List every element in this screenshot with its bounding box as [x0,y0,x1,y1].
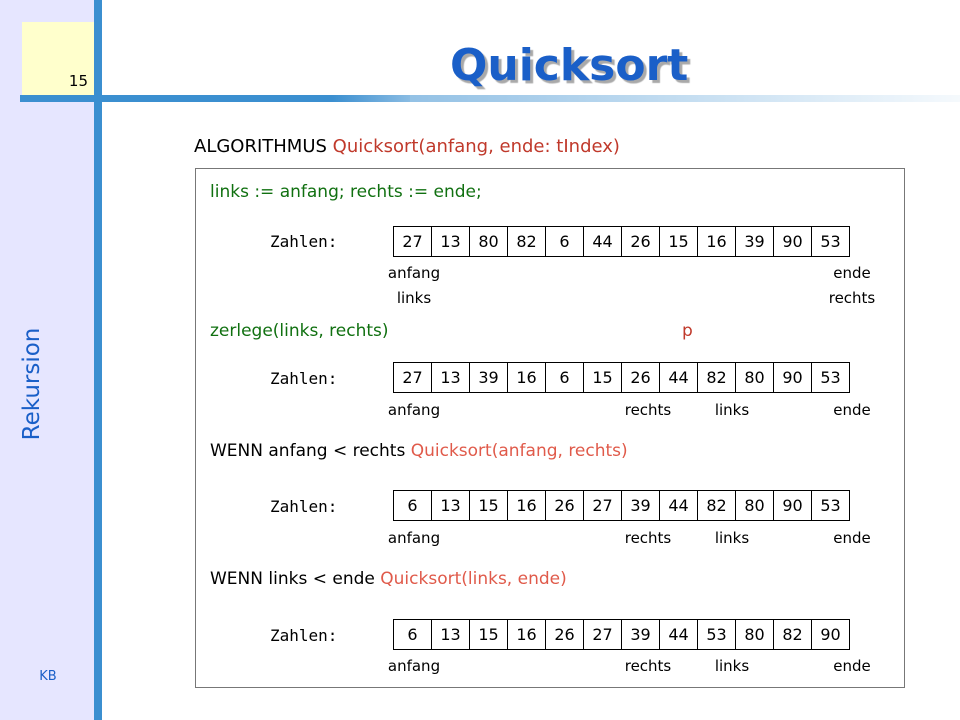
array-cell: 27 [393,362,432,393]
array-label: Zahlen: [270,497,338,516]
label-ende: ende [833,657,871,675]
array-1: 27 13 80 82 6 44 26 15 16 39 90 53 [393,226,850,257]
sidebar [0,0,96,720]
footer-initials: KB [39,669,57,684]
array-cell: 44 [583,226,622,257]
array-cell: 80 [735,490,774,521]
condition-2-text: WENN links < ende [210,569,375,589]
array-cell: 53 [811,490,850,521]
horizontal-accent-fade [410,95,960,102]
array-cell: 53 [697,619,736,650]
array-cell: 16 [507,619,546,650]
array-cell: 26 [545,619,584,650]
array-cell: 13 [431,619,470,650]
array-cell: 39 [735,226,774,257]
array-cell: 16 [697,226,736,257]
array-cell: 82 [697,362,736,393]
label-anfang: anfang [387,264,441,282]
array-cell: 90 [773,490,812,521]
array-cell: 16 [507,490,546,521]
page-number-badge [22,22,94,96]
label-anfang: anfang [387,529,441,547]
array-cell: 15 [469,490,508,521]
array-cell: 6 [545,362,584,393]
label-rechts: rechts [624,529,672,547]
array-cell: 6 [545,226,584,257]
array-cell: 82 [507,226,546,257]
label-links: links [714,657,750,675]
array-cell: 15 [469,619,508,650]
algorithm-signature: Quicksort(anfang, ende: tIndex) [332,136,620,157]
array-label: Zahlen: [270,626,338,645]
array-cell: 26 [545,490,584,521]
array-label: Zahlen: [270,232,338,251]
label-anfang: anfang [387,401,441,419]
label-ende: ende [833,529,871,547]
array-3: 6 13 15 16 26 27 39 44 82 80 90 53 [393,490,850,521]
array-cell: 90 [773,226,812,257]
label-rechts: rechts [624,657,672,675]
array-cell: 53 [811,226,850,257]
array-cell: 15 [583,362,622,393]
init-step: links := anfang; rechts := ende; [210,182,482,202]
array-label: Zahlen: [270,369,338,388]
array-cell: 80 [469,226,508,257]
condition-2: WENN links < ende Quicksort(links, ende) [210,569,567,589]
array-cell: 26 [621,362,660,393]
recursive-call-2: Quicksort(links, ende) [380,569,567,589]
label-ende: ende [833,401,871,419]
array-cell: 16 [507,362,546,393]
array-cell: 80 [735,619,774,650]
array-cell: 44 [659,362,698,393]
array-cell: 80 [735,362,774,393]
array-cell: 27 [393,226,432,257]
array-cell: 6 [393,619,432,650]
recursive-call-1: Quicksort(anfang, rechts) [410,441,628,461]
page-number: 15 [68,72,88,90]
side-title: Rekursion [19,327,45,441]
array-2: 27 13 39 16 6 15 26 44 82 80 90 53 [393,362,850,393]
array-cell: 82 [697,490,736,521]
array-cell: 39 [469,362,508,393]
array-4: 6 13 15 16 26 27 39 44 53 80 82 90 [393,619,850,650]
vertical-accent-line [94,0,102,720]
array-cell: 15 [659,226,698,257]
array-cell: 44 [659,619,698,650]
condition-1-text: WENN anfang < rechts [210,441,406,461]
array-cell: 53 [811,362,850,393]
algorithm-header: ALGORITHMUS Quicksort(anfang, ende: tInd… [194,136,620,157]
array-cell: 44 [659,490,698,521]
condition-1: WENN anfang < rechts Quicksort(anfang, r… [210,441,628,461]
array-cell: 90 [811,619,850,650]
pivot-label: p [682,321,693,341]
algorithm-frame [195,168,905,688]
label-rechts: rechts [828,289,876,307]
label-ende: ende [833,264,871,282]
algorithm-keyword: ALGORITHMUS [194,136,327,157]
array-cell: 82 [773,619,812,650]
slide-title: Quicksort [450,40,689,91]
label-links: links [714,529,750,547]
array-cell: 39 [621,619,660,650]
array-cell: 27 [583,619,622,650]
partition-step: zerlege(links, rechts) [210,321,389,341]
array-cell: 13 [431,362,470,393]
label-links: links [396,289,432,307]
array-cell: 27 [583,490,622,521]
array-cell: 90 [773,362,812,393]
label-rechts: rechts [624,401,672,419]
array-cell: 13 [431,490,470,521]
array-cell: 26 [621,226,660,257]
label-links: links [714,401,750,419]
array-cell: 13 [431,226,470,257]
array-cell: 39 [621,490,660,521]
horizontal-accent-line [20,95,410,102]
array-cell: 6 [393,490,432,521]
label-anfang: anfang [387,657,441,675]
